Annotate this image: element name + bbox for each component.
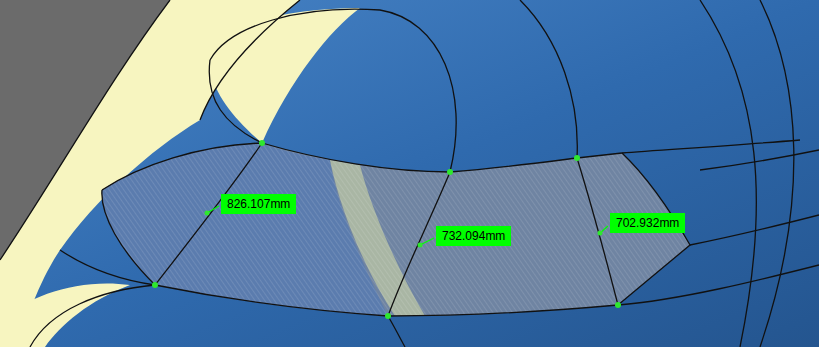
dimension-label: 826.107mm [221, 194, 296, 214]
dimension-label: 702.932mm [610, 213, 685, 233]
visor-hatch [102, 143, 690, 316]
vertex-points [152, 140, 621, 319]
top-surface [210, 8, 360, 143]
dimension-label: 732.094mm [436, 226, 511, 246]
visor [102, 143, 690, 316]
